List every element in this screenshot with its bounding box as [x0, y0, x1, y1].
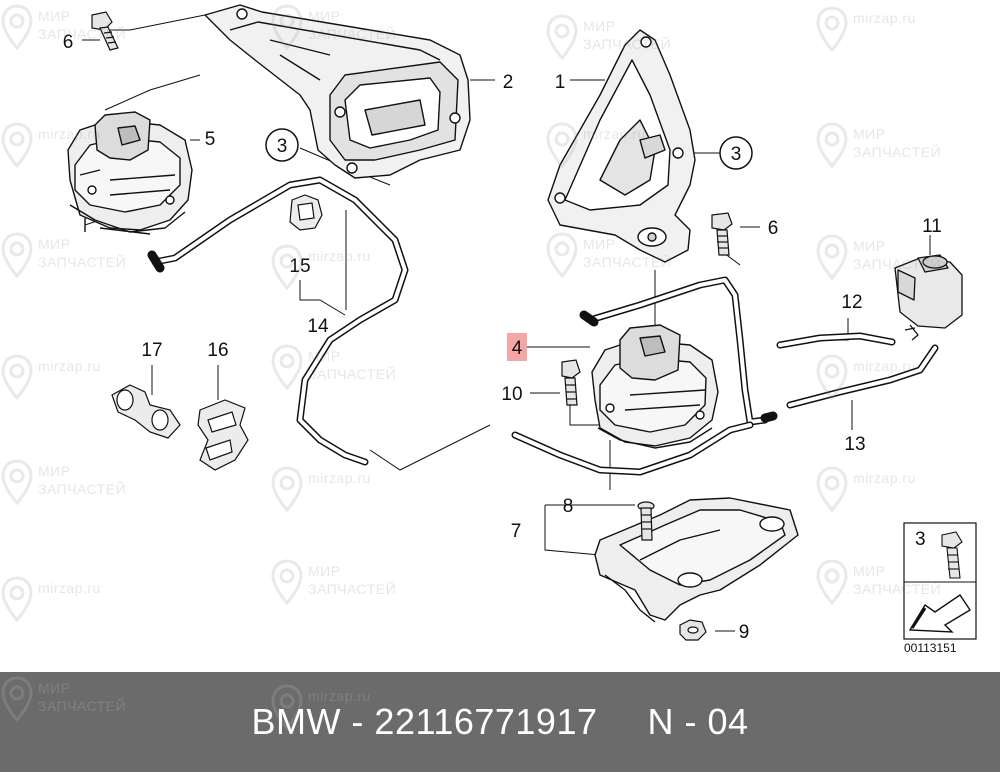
engine-mount-diagram: 3 3 6 2 5 1 6 11 15 12 14 4 17 16 10 13 …: [63, 4, 977, 643]
hose-part-13: [786, 344, 939, 409]
callout-1: 1: [555, 72, 566, 93]
callout-4: 4: [512, 338, 523, 359]
callout-10: 10: [501, 384, 522, 405]
callout-9: 9: [739, 622, 750, 643]
callout-6-top: 6: [63, 32, 74, 53]
bolt-part-8: [637, 501, 655, 541]
callout-11: 11: [922, 216, 942, 237]
callout-16: 16: [207, 340, 228, 361]
callout-2: 2: [503, 72, 514, 93]
callout-numbers: 6 2 5 1 6 11 15 12 14 4 17 16 10 13 8 7 …: [63, 32, 942, 643]
bracket-left-part-2: [204, 4, 471, 179]
leader-lines: [82, 9, 931, 632]
clip-part-15: [289, 194, 323, 231]
bolt-part-6-right: [711, 212, 733, 256]
footer-part-number: BMW - 22116771917: [251, 701, 598, 742]
callout-6-right: 6: [768, 218, 779, 239]
inset-label-3: 3: [915, 529, 926, 550]
lower-bracket-part-7: [594, 497, 799, 623]
nut-part-9: [679, 619, 707, 641]
engine-mount-left-part-5: [67, 111, 193, 235]
callout-3-left: 3: [277, 136, 288, 157]
callout-3-right: 3: [731, 144, 742, 165]
bolt-part-10: [561, 359, 581, 406]
callout-14: 14: [307, 316, 329, 337]
callout-15: 15: [289, 256, 310, 277]
bracket-right-part-1: [547, 29, 696, 263]
callout-13: 13: [844, 434, 865, 455]
callout-17: 17: [141, 340, 162, 361]
circled-label-3-right: 3: [719, 136, 753, 170]
bolt-part-6-top: [91, 11, 119, 51]
hose-part-14: [151, 176, 409, 466]
footer-caption: BMW - 22116771917 N - 04: [0, 672, 1000, 772]
callout-12: 12: [841, 292, 862, 313]
callout-4-highlight: [507, 333, 527, 361]
clamp-part-17: [111, 384, 181, 439]
engine-mount-right-part-4: [591, 324, 719, 449]
callout-5: 5: [205, 129, 216, 150]
solenoid-valve-part-11: [894, 254, 963, 341]
footer-reference: N - 04: [647, 701, 749, 742]
vacuum-hoses: [147, 176, 939, 476]
reference-code: 00113151: [904, 641, 957, 655]
callout-7: 7: [511, 521, 522, 542]
circled-label-3-left: 3: [265, 128, 299, 162]
inset-box: 3: [903, 522, 977, 640]
clamp-part-16: [197, 399, 249, 471]
inset-arrow: [908, 594, 971, 633]
callout-8: 8: [563, 496, 574, 517]
inset-bolt: [941, 531, 963, 579]
